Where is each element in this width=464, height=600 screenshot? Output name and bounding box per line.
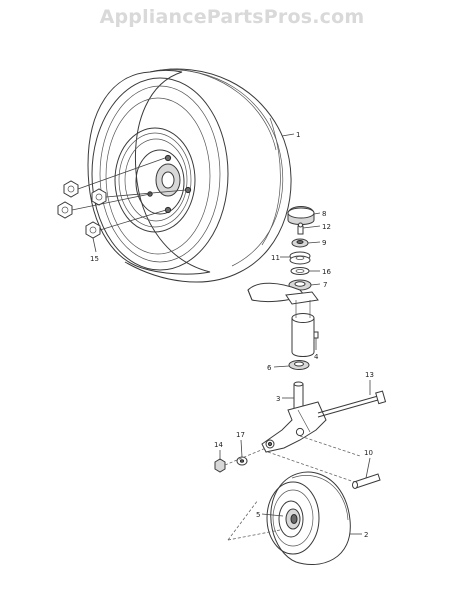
lug-nut-icon: [85, 221, 101, 239]
tube-grease-fitting[interactable]: [313, 331, 319, 339]
callout-10: 10: [364, 449, 373, 457]
dust-cap[interactable]: [287, 206, 315, 225]
lug-nut-set[interactable]: [57, 180, 107, 239]
callout-2: 2: [364, 531, 368, 539]
callout-8: 8: [322, 210, 326, 218]
caster-frame-arm: [247, 282, 319, 357]
thrust-washer[interactable]: [290, 267, 310, 275]
callout-9: 9: [322, 239, 326, 247]
belleville-washers[interactable]: [289, 251, 311, 265]
callout-11: 11: [271, 254, 280, 262]
lug-nut-icon: [63, 180, 79, 198]
callout-13: 13: [365, 371, 374, 379]
callout-17: 17: [236, 431, 245, 439]
grease-fitting[interactable]: [297, 222, 304, 235]
callout-15: 15: [90, 255, 99, 263]
callout-14: 14: [214, 441, 223, 449]
callout-1: 1: [296, 131, 300, 139]
lug-nut-icon: [91, 188, 107, 206]
callout-12: 12: [322, 223, 331, 231]
axle-nut[interactable]: [214, 458, 226, 473]
caster-fork[interactable]: [261, 381, 327, 453]
callout-7: 7: [323, 281, 327, 289]
callout-5: 5: [256, 511, 260, 519]
rear-tire-assembly[interactable]: [87, 68, 292, 283]
callout-16: 16: [322, 268, 331, 276]
watermark-text: AppliancePartsPros.com: [99, 6, 365, 28]
spindle-nut[interactable]: [291, 238, 309, 248]
lower-bearing[interactable]: [288, 360, 310, 370]
callout-3: 3: [276, 395, 280, 403]
lug-nut-icon: [57, 201, 73, 219]
callout-6: 6: [267, 364, 272, 372]
spacer-tube[interactable]: [352, 473, 381, 489]
caster-wheel[interactable]: [266, 471, 351, 566]
axle-washer[interactable]: [236, 456, 248, 466]
callout-4: 4: [314, 353, 319, 361]
axle-bolt[interactable]: [317, 390, 387, 418]
